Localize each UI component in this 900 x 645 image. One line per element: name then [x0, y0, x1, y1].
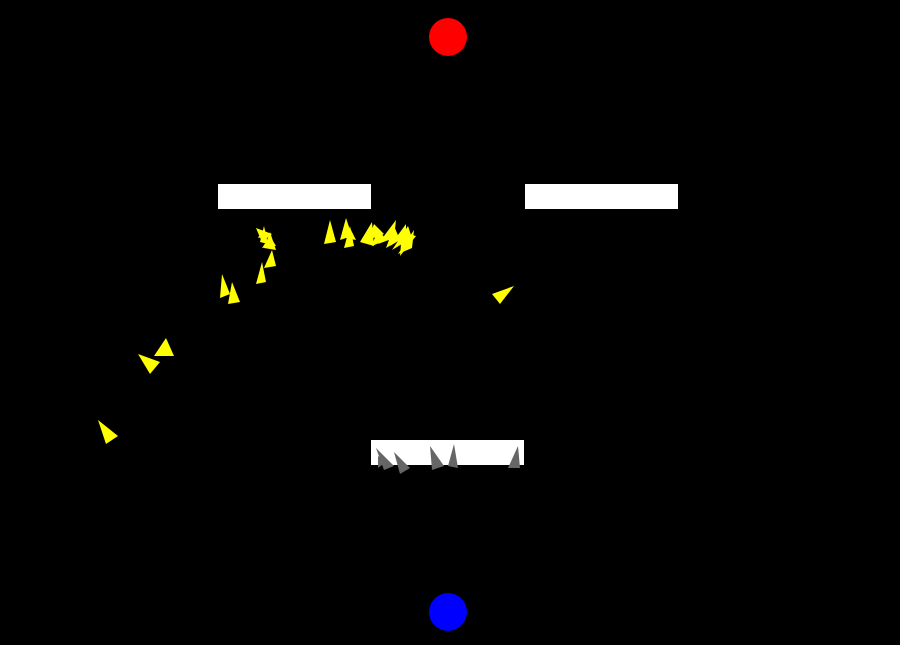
agent-arrow-active	[228, 282, 240, 304]
walls	[218, 184, 678, 465]
crashed-agents-group	[376, 444, 520, 474]
active-agents-group	[98, 218, 514, 444]
agent-arrow-active	[324, 220, 336, 244]
agent-arrow-active	[386, 226, 400, 248]
agent-arrow-crashed	[378, 456, 386, 468]
agent-arrow-active	[258, 230, 266, 238]
goal-marker	[429, 18, 467, 56]
agent-arrow-active	[368, 224, 384, 240]
goal-circle	[429, 18, 467, 56]
wall-top-right	[525, 184, 678, 209]
agent-arrow-active	[262, 236, 276, 248]
spawn-circle	[429, 593, 467, 631]
agent-arrow-active	[492, 286, 514, 304]
agent-arrow-crashed	[448, 444, 458, 468]
agent-arrow-active	[256, 262, 266, 284]
agent-arrow-active	[138, 354, 160, 374]
agent-arrow-active	[264, 250, 276, 268]
agent-arrow-crashed	[430, 446, 444, 470]
agent-arrow-active	[400, 232, 416, 256]
agent-arrow-active	[346, 228, 356, 240]
agent-arrow-active	[220, 274, 230, 298]
agent-arrow-crashed	[508, 446, 520, 468]
agent-arrow-active	[154, 338, 174, 356]
agent-arrow-active	[360, 222, 374, 246]
agent-arrow-active	[98, 420, 118, 444]
wall-top-left	[218, 184, 371, 209]
agent-arrow-crashed	[394, 452, 410, 474]
spawn-marker	[429, 593, 467, 631]
wall-bottom-center	[371, 440, 524, 465]
agent-arrow-active	[390, 224, 406, 246]
agent-arrow-crashed	[376, 448, 394, 470]
